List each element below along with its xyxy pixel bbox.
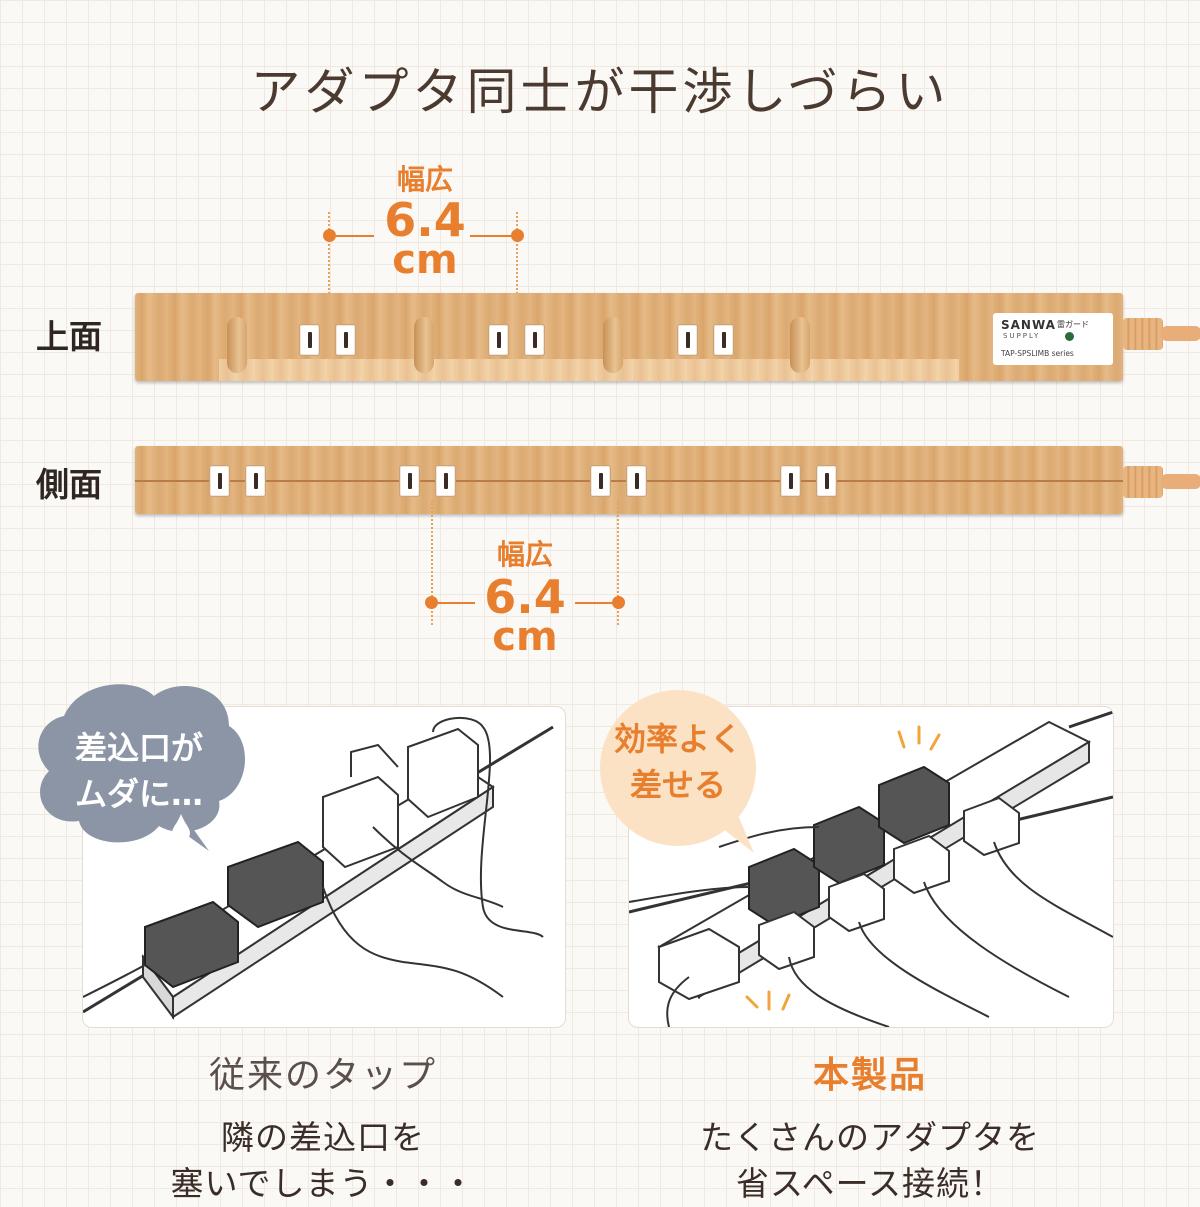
power-strip-side-view	[135, 446, 1123, 514]
top-dimension-dot-left	[323, 229, 336, 242]
conventional-bubble-line2: ムダに…	[74, 775, 203, 813]
adapter-groove	[603, 317, 623, 373]
conventional-illustration	[83, 716, 554, 1020]
side-dimension-dot-right	[612, 596, 625, 609]
adapter-groove	[227, 317, 247, 373]
conventional-description-line1: 隣の差込口を	[221, 1118, 425, 1157]
outlet-slot	[299, 324, 320, 356]
top-dimension-guide-left	[328, 212, 330, 302]
outlet-slot	[435, 465, 456, 497]
product-speech-bubble	[600, 690, 756, 853]
guard-label: 雷ガード	[1057, 320, 1089, 329]
brand-label-plate: SANWA SUPPLY 雷ガード TAP-SPSLIMB series	[993, 313, 1113, 365]
cord	[1161, 474, 1200, 489]
product-description-line1: たくさんのアダプタを	[700, 1118, 1040, 1157]
conventional-caption: 従来のタップ	[208, 1055, 437, 1096]
top-dimension-line-left	[336, 235, 374, 237]
adapter-groove	[414, 317, 434, 373]
cord-strain-relief	[1123, 318, 1163, 350]
power-cord-side	[1123, 466, 1200, 498]
brand-sub: SUPPLY	[1003, 332, 1041, 340]
outlet-slot	[590, 465, 611, 497]
cord-strain-relief	[1123, 466, 1163, 498]
outlet-slot	[780, 465, 801, 497]
side-dimension-line-right	[575, 602, 612, 604]
side-dimension-dot-left	[425, 596, 438, 609]
conventional-bubble-line1: 差込口が	[74, 729, 203, 767]
outlet-slot	[488, 324, 509, 356]
adapter-groove	[790, 317, 810, 373]
sweat-drop-icon	[172, 814, 190, 841]
outlet-slot	[399, 465, 420, 497]
outlet-slot	[335, 324, 356, 356]
outlet-slot	[677, 324, 698, 356]
side-dimension-guide-left	[431, 500, 433, 625]
headline: アダプタ同士が干渉しづらい	[250, 63, 950, 121]
strip-lip	[219, 359, 959, 381]
sparkle-icon	[745, 725, 941, 1011]
side-dimension-value: 6.4	[484, 570, 566, 624]
outlet-slot	[245, 465, 266, 497]
outlet-slot	[816, 465, 837, 497]
power-cord-top	[1123, 318, 1200, 350]
outlet-slot	[626, 465, 647, 497]
brand-name: SANWA	[1001, 318, 1056, 332]
product-bubble-line1: 効率よく	[613, 720, 742, 758]
conventional-description-line2: 塞いでしまう・・・	[170, 1164, 476, 1203]
product-bubble-line2: 差せる	[629, 766, 726, 804]
top-view-label: 上面	[36, 317, 102, 356]
top-dimension-value: 6.4	[384, 193, 466, 247]
side-dimension-unit: cm	[492, 614, 558, 660]
model-number: TAP-SPSLIMB series	[1001, 349, 1074, 358]
top-dimension-line-right	[470, 235, 512, 237]
side-view-label: 側面	[36, 465, 102, 504]
side-dimension-label: 幅広	[496, 538, 553, 571]
guard-indicator-icon	[1065, 332, 1074, 341]
product-illustration	[629, 710, 1113, 1027]
top-dimension-label: 幅広	[396, 163, 453, 196]
outlet-slot	[524, 324, 545, 356]
side-dimension-line-left	[438, 602, 475, 604]
cord	[1161, 326, 1200, 341]
outlet-slot	[713, 324, 734, 356]
product-description-line2: 省スペース接続！	[735, 1164, 1005, 1203]
top-dimension-guide-right	[516, 212, 518, 302]
power-strip-top-view: SANWA SUPPLY 雷ガード TAP-SPSLIMB series	[135, 293, 1123, 381]
top-dimension-unit: cm	[392, 237, 458, 283]
outlet-slot	[209, 465, 230, 497]
side-dimension-guide-right	[617, 500, 619, 625]
top-dimension-dot-right	[511, 229, 524, 242]
product-illustration-panel	[628, 706, 1114, 1028]
product-caption: 本製品	[812, 1055, 927, 1096]
